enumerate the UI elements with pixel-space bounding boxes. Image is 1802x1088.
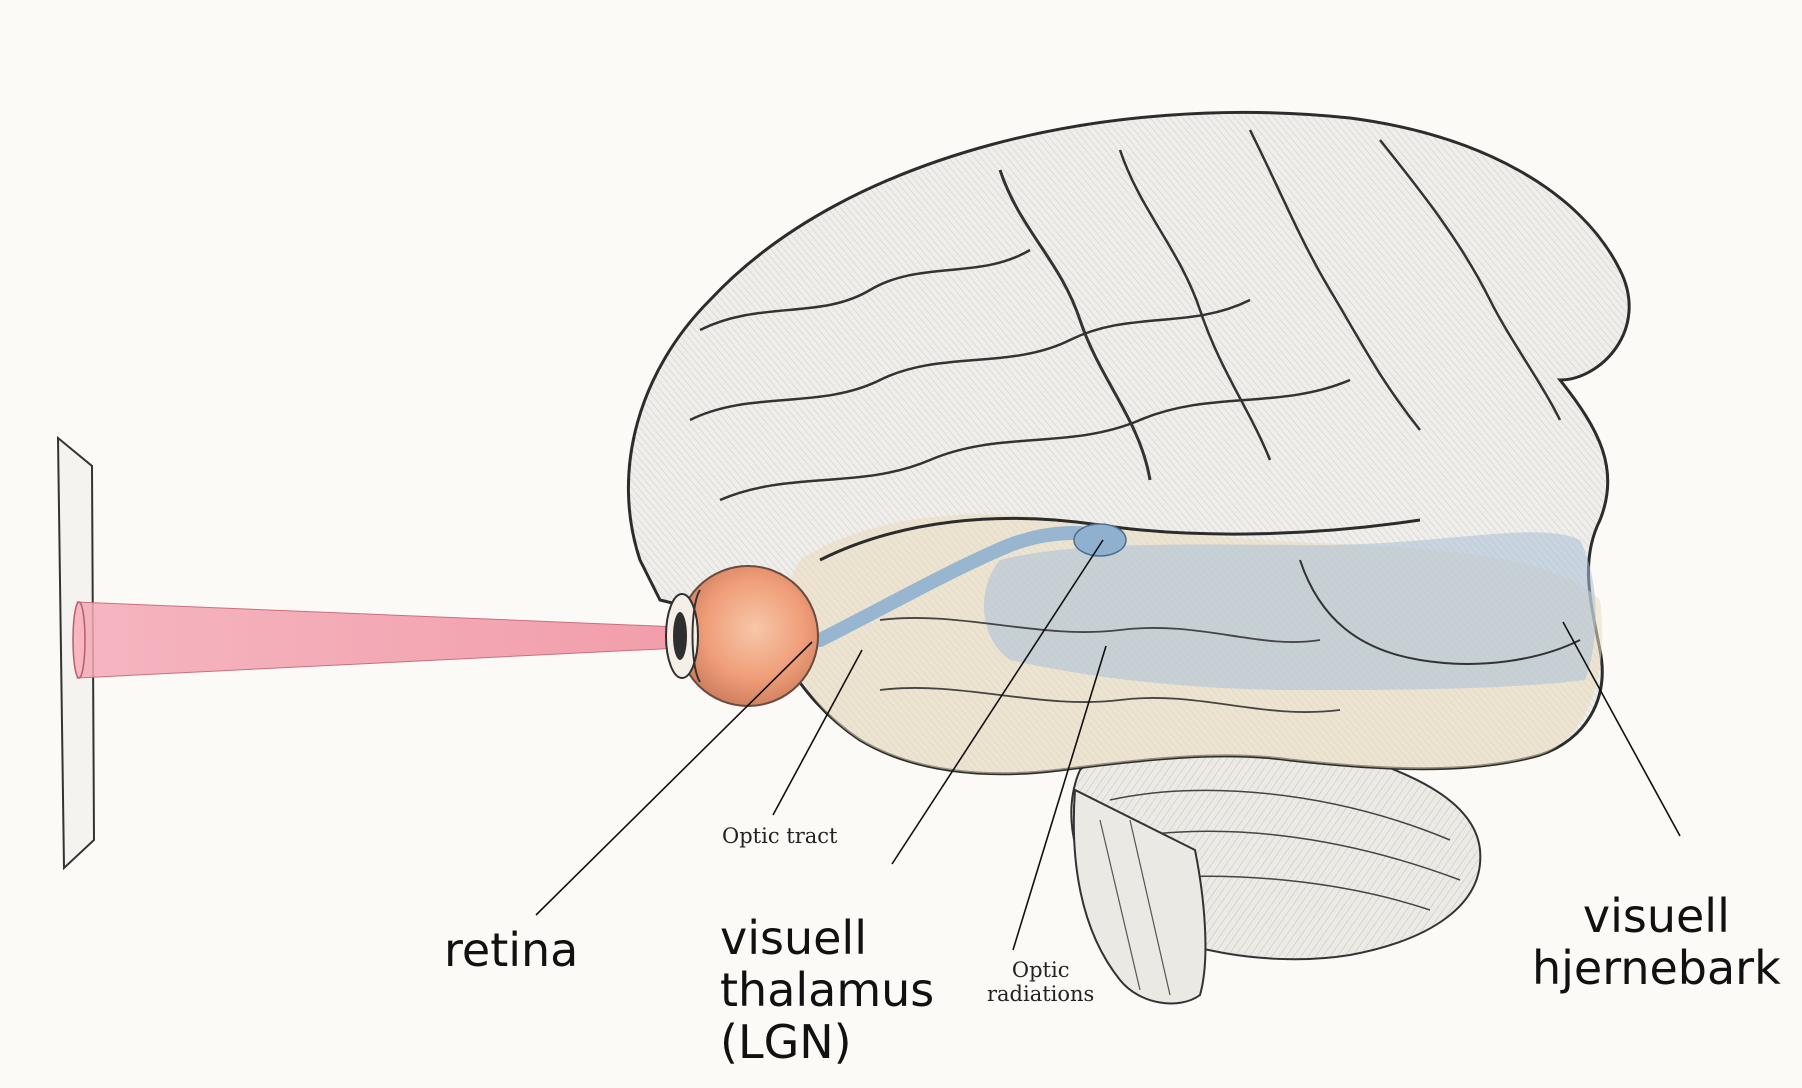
optic-radiations-label-line-2: radiations bbox=[987, 982, 1094, 1006]
retina-leader-line bbox=[536, 642, 812, 915]
thalamus-label-line-3: (LGN) bbox=[720, 1016, 934, 1068]
optic-radiations-label-line-1: Optic bbox=[987, 958, 1094, 982]
optic-radiations-label: Optic radiations bbox=[987, 958, 1094, 1006]
cortex-label-line-2: hjernebark bbox=[1532, 942, 1781, 994]
thalamus-label-line-1: visuell bbox=[720, 912, 934, 964]
optic-tract-label: Optic tract bbox=[722, 824, 837, 848]
thalamus-label-line-2: thalamus bbox=[720, 964, 934, 1016]
cortex-label-line-1: visuell bbox=[1532, 890, 1781, 942]
thalamus-label: visuell thalamus (LGN) bbox=[720, 912, 934, 1068]
retina-label: retina bbox=[444, 924, 578, 976]
cortex-label: visuell hjernebark bbox=[1532, 890, 1781, 994]
